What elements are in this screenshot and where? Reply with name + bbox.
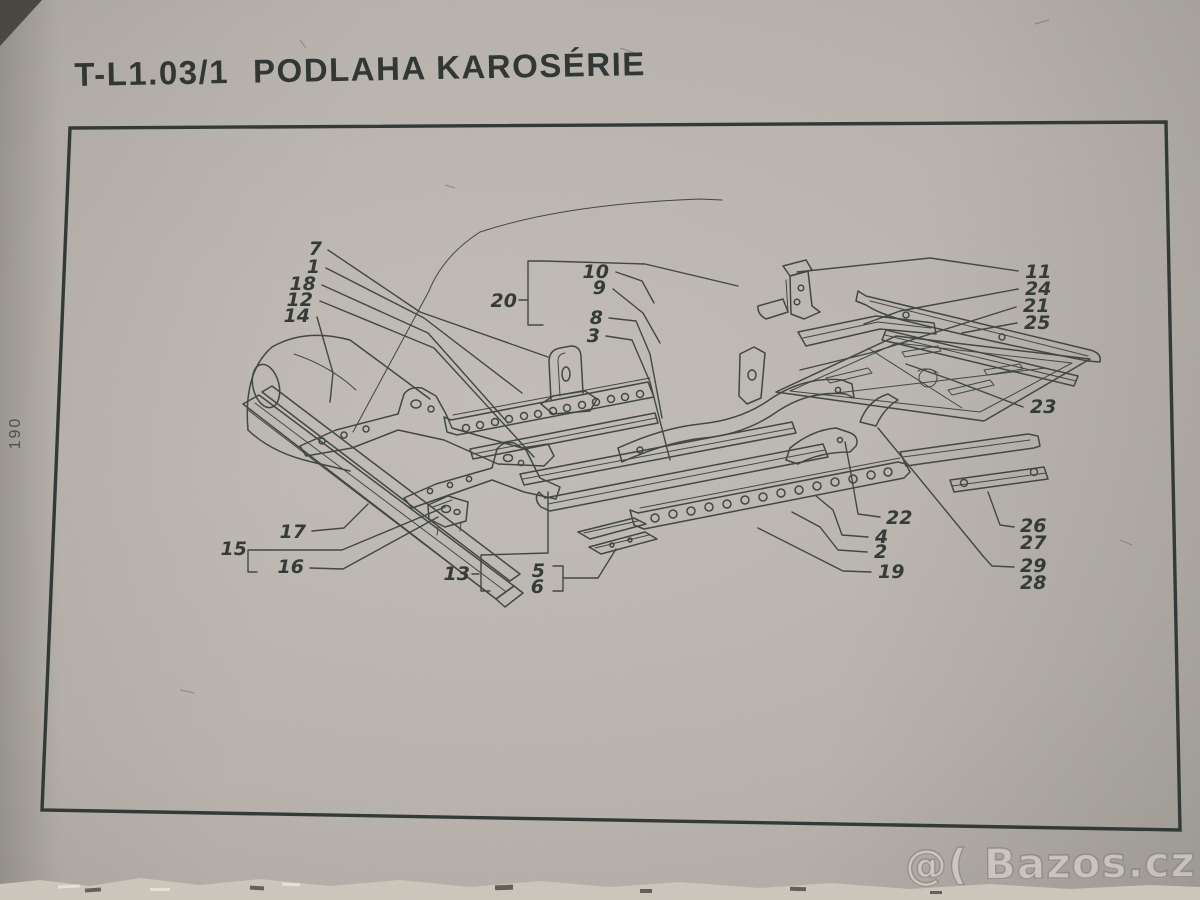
- watermark: @( Bazos.cz: [904, 837, 1197, 890]
